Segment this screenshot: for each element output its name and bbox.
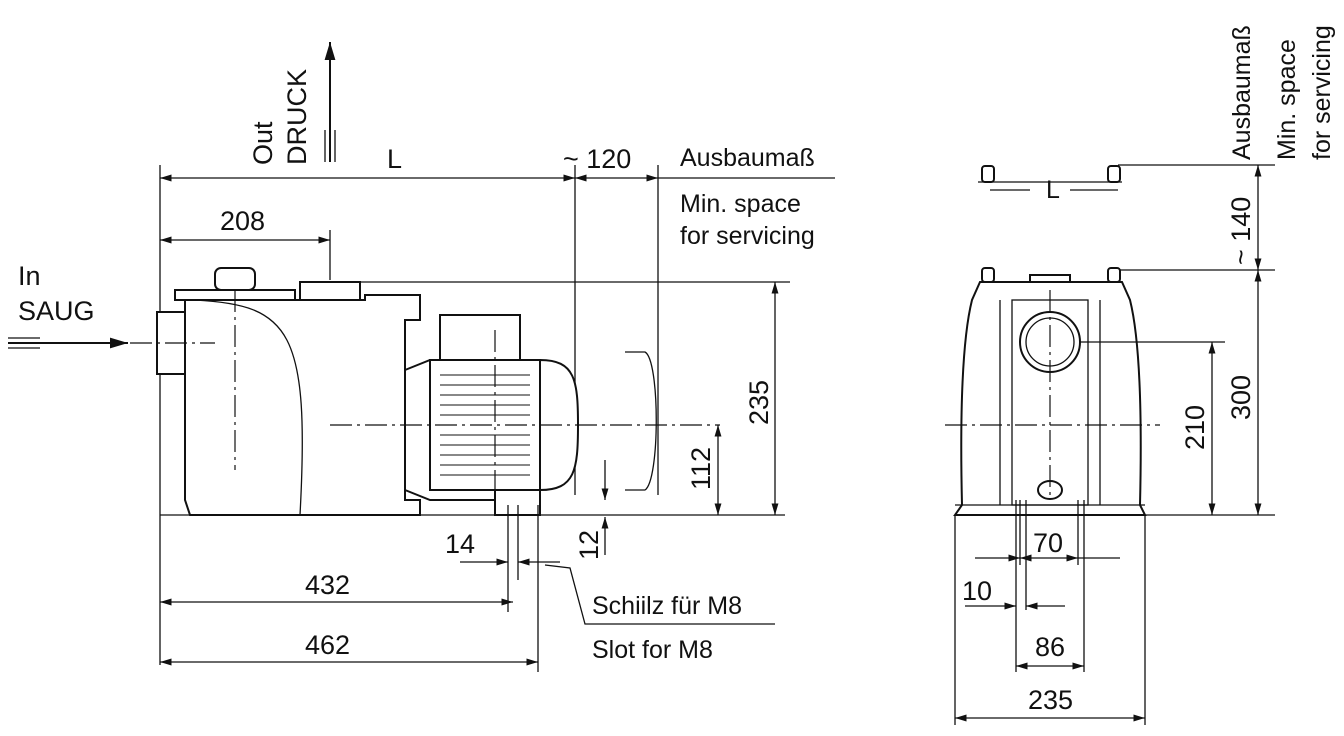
front-service-label-en-2: for servicing: [1308, 25, 1336, 160]
slot-label-de: Schiilz für M8: [592, 592, 742, 620]
dim-210: 210: [1180, 405, 1210, 450]
dim-235-height: 235: [744, 380, 774, 425]
dim-L: L: [387, 144, 402, 174]
dim-86: 86: [1035, 632, 1065, 662]
dim-112: 112: [686, 447, 716, 490]
dim-300: 300: [1226, 375, 1256, 420]
inlet-label-de: SAUG: [18, 296, 95, 326]
service-label-en-2: for servicing: [680, 222, 815, 250]
motor-fins: [440, 374, 530, 476]
side-view: In SAUG Out DRUCK L ~ 120 Ausbaumaß Min.…: [8, 42, 835, 672]
outlet-label-de: DRUCK: [282, 69, 312, 165]
service-label-en-1: Min. space: [680, 190, 801, 218]
dim-140: ~ 140: [1226, 197, 1256, 265]
dim-70: 70: [1033, 528, 1063, 558]
dim-235-width: 235: [1028, 685, 1073, 715]
inlet-label-en: In: [18, 261, 41, 291]
front-dim-L: L: [1046, 176, 1060, 204]
front-service-label-en-1: Min. space: [1273, 39, 1301, 160]
front-view: L ~ 140 300 210 Ausbaumaß Min. space for…: [945, 25, 1336, 725]
dim-10: 10: [962, 576, 992, 606]
dim-462: 462: [305, 630, 350, 660]
service-label-de: Ausbaumaß: [680, 144, 815, 172]
dim-432: 432: [305, 570, 350, 600]
dim-120: ~ 120: [563, 144, 631, 174]
dim-12: 12: [574, 530, 604, 560]
outlet-label-en: Out: [248, 121, 278, 165]
slot-label-en: Slot for M8: [592, 636, 713, 664]
dim-14: 14: [445, 529, 475, 559]
dim-208: 208: [220, 206, 265, 236]
front-service-label-de: Ausbaumaß: [1228, 25, 1256, 160]
